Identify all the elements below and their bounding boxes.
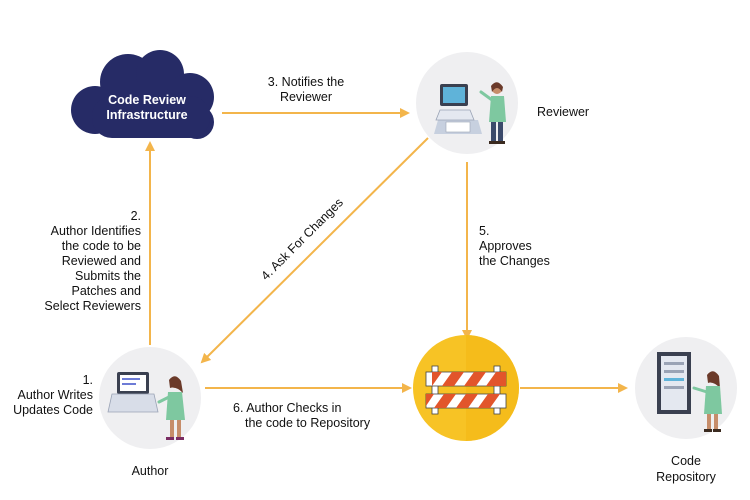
flow-arrows: [145, 108, 628, 393]
reviewer-label: Reviewer: [537, 105, 589, 119]
server-rack-icon: [657, 352, 722, 432]
step-1-line1: Author Writes: [18, 388, 94, 402]
step-2-line: Patches and: [72, 284, 142, 298]
step-3-label: 3. Notifies the Reviewer: [268, 75, 344, 104]
infrastructure-label-line1: Code Review: [108, 93, 186, 107]
gate-node: [413, 335, 519, 441]
cloud-icon: [71, 50, 214, 139]
step-1-label: 1. Author Writes Updates Code: [13, 373, 93, 417]
infrastructure-node: Code Review Infrastructure: [71, 50, 214, 139]
step-5-label: 5. Approves the Changes: [479, 224, 550, 268]
infrastructure-label-line2: Infrastructure: [106, 108, 187, 122]
step-6-line2: the code to Repository: [245, 416, 371, 430]
person-with-laptop-icon: [107, 372, 185, 440]
author-label: Author: [132, 464, 169, 478]
step-2-line: Author Identifies: [51, 224, 141, 238]
step-1-line2: Updates Code: [13, 403, 93, 417]
step-6-line1: 6. Author Checks in: [233, 401, 341, 415]
step-2-line: Submits the: [75, 269, 141, 283]
step-2-line: Reviewed and: [62, 254, 141, 268]
step-2-line: the code to be: [62, 239, 141, 253]
barrier-icon: [425, 365, 507, 415]
step-5-number: 5.: [479, 224, 489, 238]
step-2-label: 2. Author Identifies the code to be Revi…: [44, 209, 141, 313]
step-6-label: 6. Author Checks in the code to Reposito…: [233, 401, 371, 430]
author-node: Author: [99, 347, 201, 478]
step-2-number: 2.: [131, 209, 141, 223]
repository-node: Code Repository: [635, 337, 737, 484]
step-5-line2: the Changes: [479, 254, 550, 268]
repository-label-line2: Repository: [656, 470, 716, 484]
person-at-computer-icon: [434, 82, 506, 144]
step-5-line1: Approves: [479, 239, 532, 253]
step-3-line2: Reviewer: [280, 90, 332, 104]
step-4-label: 4. Ask For Changes: [258, 195, 346, 283]
repository-label-line1: Code: [671, 454, 701, 468]
step-1-number: 1.: [83, 373, 93, 387]
step-3-line1: 3. Notifies the: [268, 75, 344, 89]
reviewer-node: Reviewer: [416, 52, 589, 154]
step-2-line: Select Reviewers: [44, 299, 141, 313]
arrow-reviewer-to-author: [200, 137, 429, 364]
